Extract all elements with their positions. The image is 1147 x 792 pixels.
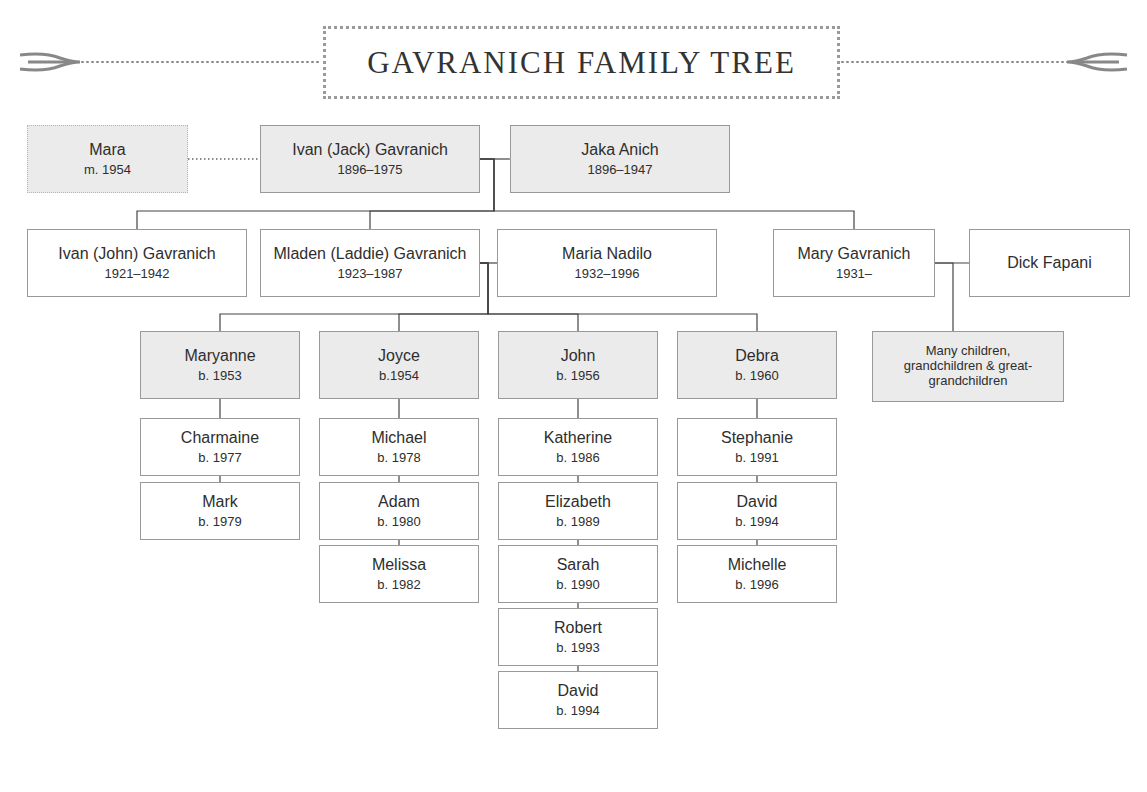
person-box: Mladen (Laddie) Gavranich 1923–1987 (260, 229, 480, 297)
person-name: Dick Fapani (1007, 253, 1091, 273)
person-box: Robert b. 1993 (498, 608, 658, 666)
descendants-box: Many children, grandchildren & great-gra… (872, 331, 1064, 402)
life-dates: b. 1994 (735, 514, 778, 530)
person-name: Mladen (Laddie) Gavranich (274, 244, 467, 264)
person-box: David b. 1994 (498, 671, 658, 729)
life-dates: b.1954 (379, 368, 419, 384)
person-box: Mary Gavranich 1931– (773, 229, 935, 297)
person-box: David b. 1994 (677, 482, 837, 540)
person-name: Jaka Anich (581, 140, 658, 160)
person-box: Mark b. 1979 (140, 482, 300, 540)
dotted-rule (842, 61, 1072, 63)
person-box: Katherine b. 1986 (498, 418, 658, 476)
person-name: John (561, 346, 596, 366)
person-name: Melissa (372, 555, 426, 575)
person-box: Maryanne b. 1953 (140, 331, 300, 399)
life-dates: b. 1978 (377, 450, 420, 466)
life-dates: b. 1956 (556, 368, 599, 384)
person-name: Charmaine (181, 428, 259, 448)
page-title: GAVRANICH FAMILY TREE (367, 45, 796, 81)
person-name: Maryanne (184, 346, 255, 366)
life-dates: b. 1982 (377, 577, 420, 593)
family-line (398, 399, 399, 418)
life-dates: b. 1960 (735, 368, 778, 384)
dotted-rule (82, 61, 322, 63)
person-box: Ivan (John) Gavranich 1921–1942 (27, 229, 247, 297)
person-name: Many children, grandchildren & great-gra… (893, 344, 1043, 389)
person-name: David (558, 681, 599, 701)
life-dates: m. 1954 (84, 162, 131, 178)
person-box: Adam b. 1980 (319, 482, 479, 540)
life-dates: b. 1994 (556, 703, 599, 719)
person-box: Ivan (Jack) Gavranich 1896–1975 (260, 125, 480, 193)
person-name: Michelle (728, 555, 787, 575)
life-dates: b. 1986 (556, 450, 599, 466)
person-name: Ivan (Jack) Gavranich (292, 140, 448, 160)
person-name: Mark (202, 492, 238, 512)
spouse-box: Mara m. 1954 (27, 125, 188, 193)
life-dates: b. 1990 (556, 577, 599, 593)
life-dates: b. 1980 (377, 514, 420, 530)
life-dates: b. 1977 (198, 450, 241, 466)
family-line (756, 399, 757, 418)
life-dates: 1932–1996 (574, 266, 639, 282)
person-box: Elizabeth b. 1989 (498, 482, 658, 540)
person-box: Michelle b. 1996 (677, 545, 837, 603)
family-line (219, 399, 220, 418)
life-dates: 1921–1942 (104, 266, 169, 282)
person-box: Jaka Anich 1896–1947 (510, 125, 730, 193)
life-dates: 1923–1987 (337, 266, 402, 282)
person-box: Debra b. 1960 (677, 331, 837, 399)
life-dates: b. 1993 (556, 640, 599, 656)
scroll-ornament (1067, 54, 1127, 70)
life-dates: b. 1979 (198, 514, 241, 530)
life-dates: 1931– (836, 266, 872, 282)
person-name: Maria Nadilo (562, 244, 652, 264)
person-name: Joyce (378, 346, 420, 366)
person-box: Melissa b. 1982 (319, 545, 479, 603)
person-name: Mary Gavranich (798, 244, 911, 264)
person-name: Mara (89, 140, 125, 160)
person-name: Katherine (544, 428, 613, 448)
person-name: Sarah (557, 555, 600, 575)
person-name: Ivan (John) Gavranich (58, 244, 215, 264)
person-name: Michael (371, 428, 426, 448)
life-dates: 1896–1947 (587, 162, 652, 178)
person-box: Stephanie b. 1991 (677, 418, 837, 476)
person-name: Stephanie (721, 428, 793, 448)
family-line (935, 263, 953, 331)
life-dates: b. 1996 (735, 577, 778, 593)
person-name: Debra (735, 346, 779, 366)
person-name: David (737, 492, 778, 512)
person-box: Charmaine b. 1977 (140, 418, 300, 476)
person-name: Robert (554, 618, 602, 638)
person-box: Sarah b. 1990 (498, 545, 658, 603)
person-box: Michael b. 1978 (319, 418, 479, 476)
person-box: Maria Nadilo 1932–1996 (497, 229, 717, 297)
life-dates: b. 1953 (198, 368, 241, 384)
life-dates: 1896–1975 (337, 162, 402, 178)
life-dates: b. 1989 (556, 514, 599, 530)
family-line (577, 399, 578, 418)
person-name: Adam (378, 492, 420, 512)
title-frame: GAVRANICH FAMILY TREE (323, 26, 840, 99)
marriage-dotted-line (188, 158, 260, 160)
life-dates: b. 1991 (735, 450, 778, 466)
person-name: Elizabeth (545, 492, 611, 512)
person-box: John b. 1956 (498, 331, 658, 399)
person-box: Dick Fapani (969, 229, 1130, 297)
scroll-ornament (20, 54, 80, 70)
person-box: Joyce b.1954 (319, 331, 479, 399)
